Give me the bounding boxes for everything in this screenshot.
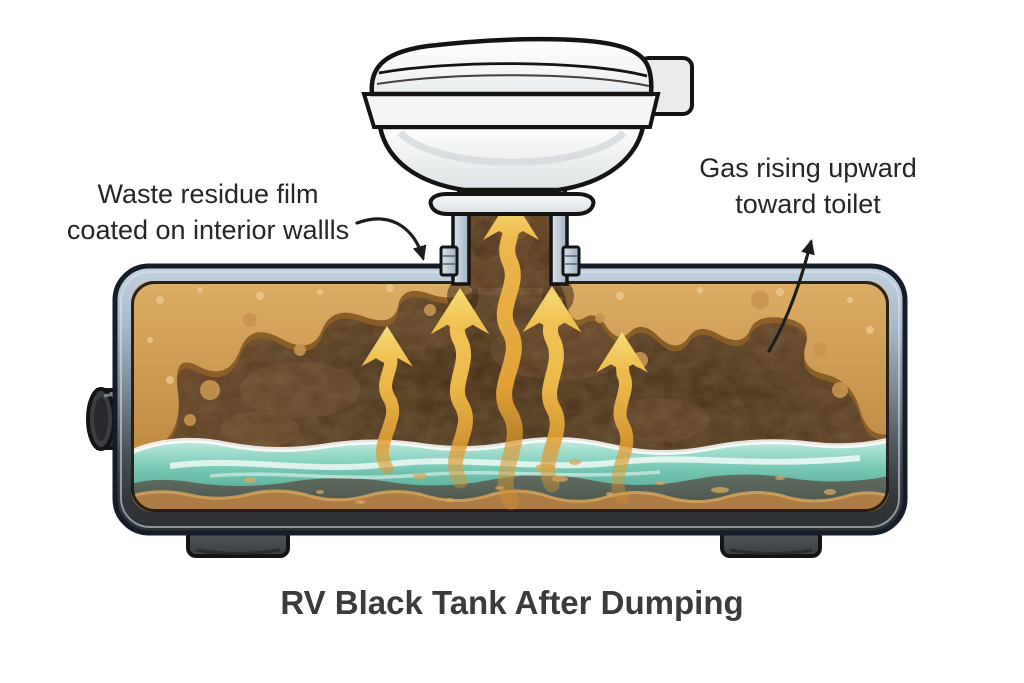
label-waste-residue-line1: Waste residue film [97, 179, 319, 209]
annotation-arrow-right [767, 239, 815, 353]
figure-title: RV Black Tank After Dumping [280, 584, 744, 621]
annotation-arrow-left [355, 217, 427, 261]
toilet-lid [369, 36, 654, 97]
pipe-coupling-left [439, 245, 459, 277]
gas-arrow [522, 286, 582, 493]
label-waste-residue: Waste residue film coated on interior wa… [52, 176, 364, 248]
label-gas-rising: Gas rising upward toward toilet [690, 150, 926, 222]
toilet-seat [361, 92, 661, 129]
pipe-coupling-right [561, 245, 581, 277]
gas-arrow [361, 326, 413, 475]
label-gas-rising-line2: toward toilet [735, 189, 881, 219]
toilet-flange [428, 192, 596, 216]
toilet [361, 36, 694, 216]
gas-arrow [596, 332, 648, 505]
label-gas-rising-line1: Gas rising upward [699, 153, 917, 183]
toilet-bowl [377, 124, 646, 193]
gas-arrow [430, 288, 490, 489]
gas-arrow-center [483, 210, 539, 510]
gas-arrows [361, 286, 648, 505]
label-waste-residue-line2: coated on interior wallls [66, 215, 350, 245]
residue-crust [131, 281, 889, 460]
